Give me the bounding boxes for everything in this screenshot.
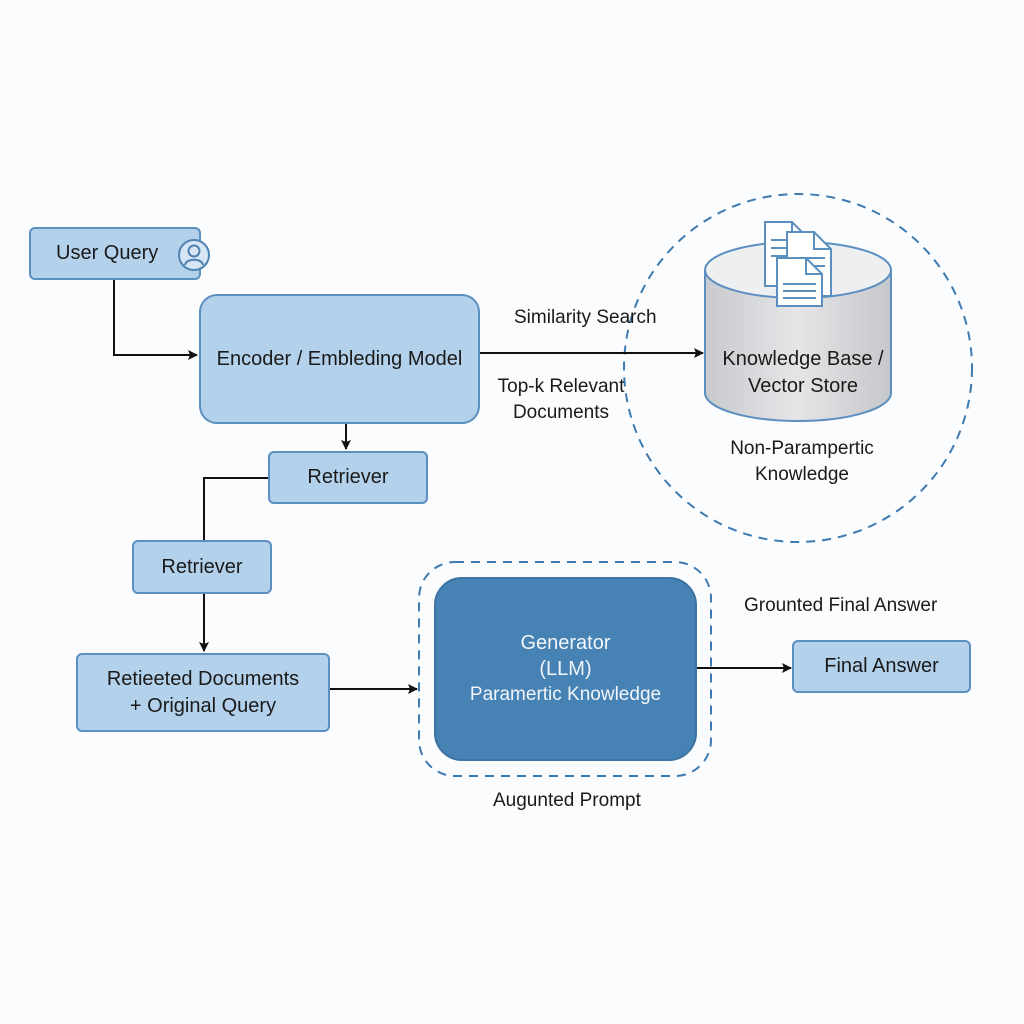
- retriever-1-label: Retriever: [307, 466, 389, 488]
- similarity-search-label: Similarity Search: [514, 307, 657, 328]
- documents-icon: [764, 221, 832, 307]
- augmented-prompt-boundary: [418, 561, 712, 777]
- encoder-label: Encoder / Embleding Model: [216, 347, 463, 370]
- non-parametric-knowledge-label: Non-Parampertic Knowledge: [712, 436, 892, 488]
- generator-llm-node[interactable]: Generator (LLM) Paramertic Knowledge: [434, 577, 697, 761]
- knowledge-base-line1: Knowledge Base /: [722, 348, 884, 370]
- generator-line1: Generator: [520, 632, 611, 654]
- final-answer-label: Final Answer: [824, 655, 939, 677]
- knowledge-base-line2: Vector Store: [747, 375, 859, 397]
- generator-line3: Paramertic Knowledge: [469, 684, 662, 705]
- generator-line2: (LLM): [539, 658, 592, 680]
- non-parametric-line2: Knowledge: [754, 464, 850, 485]
- top-k-line1: Top-k Relevant: [497, 376, 625, 397]
- retrieved-documents-node[interactable]: Retieeted Documents + Original Query: [76, 653, 330, 732]
- edge-retriever-to-retriever: [203, 477, 269, 540]
- grounded-final-answer-label: Grounted Final Answer: [744, 595, 938, 616]
- user-query-node[interactable]: User Query: [29, 227, 210, 280]
- top-k-relevant-documents-label: Top-k Relevant Documents: [488, 374, 634, 426]
- retriever-2-label: Retriever: [161, 555, 243, 578]
- retriever-node-2[interactable]: Retriever: [132, 540, 272, 594]
- retrieved-documents-line1: Retieeted Documents: [106, 667, 300, 690]
- augmented-prompt-label: Augunted Prompt: [493, 790, 641, 811]
- final-answer-node[interactable]: Final Answer: [792, 640, 971, 693]
- user-query-label: User Query: [56, 242, 159, 264]
- retrieved-documents-line2: + Original Query: [129, 694, 277, 717]
- encoder-embedding-model-node[interactable]: Encoder / Embleding Model: [199, 294, 480, 424]
- non-parametric-knowledge-boundary: [623, 193, 973, 543]
- edge-user-query-to-encoder: [113, 280, 198, 360]
- non-parametric-line1: Non-Parampertic: [730, 438, 874, 459]
- knowledge-base-label[interactable]: Knowledge Base / Vector Store: [710, 346, 896, 400]
- retriever-node-1[interactable]: Retriever: [268, 451, 428, 504]
- top-k-line2: Documents: [512, 402, 610, 423]
- user-icon: [177, 238, 211, 272]
